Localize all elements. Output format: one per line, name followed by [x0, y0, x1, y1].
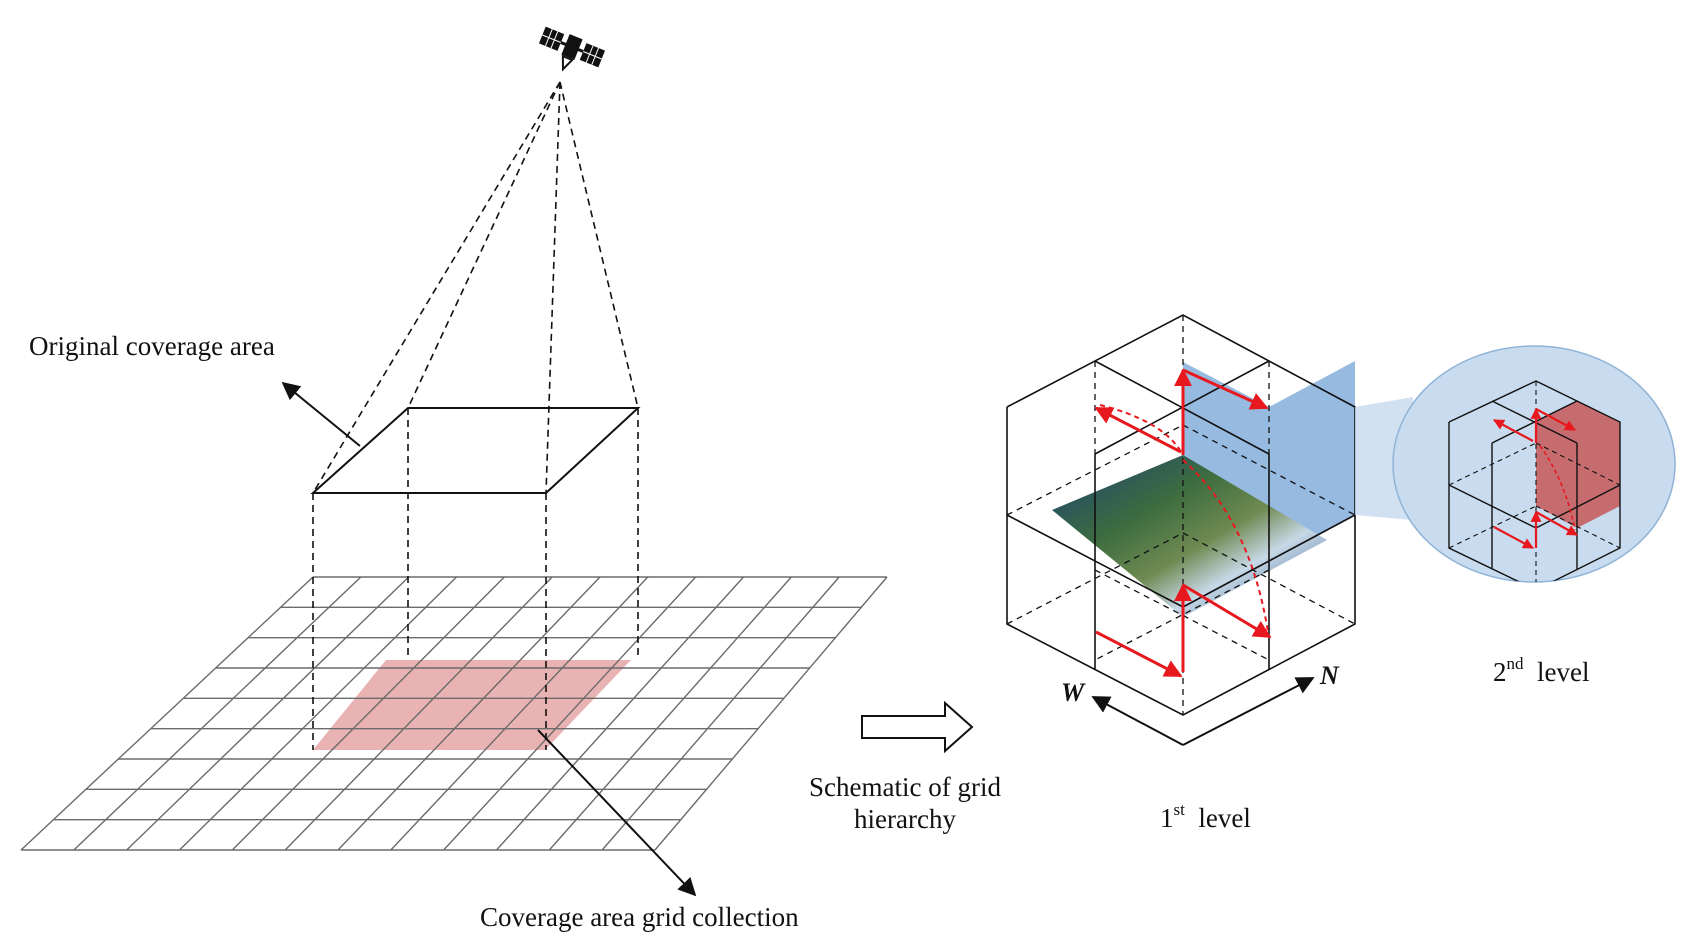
original-area-pointer-arrow: [281, 381, 361, 447]
second-level-suffix: nd: [1506, 654, 1524, 673]
earth-image-plane: [1052, 455, 1327, 617]
grid-collection-pointer-arrow: [537, 729, 697, 897]
first-level-number: 1: [1160, 803, 1174, 833]
schematic-caption-line-2: hierarchy: [854, 804, 956, 835]
zoom-circle: [1392, 345, 1676, 583]
first-level-suffix: st: [1173, 800, 1185, 819]
grid-line-vertical: [20, 576, 314, 851]
north-axis-arrow: [1182, 677, 1315, 746]
grid-line-vertical: [73, 576, 362, 851]
original-coverage-area-label: Original coverage area: [29, 331, 275, 361]
grid-line-vertical: [179, 576, 457, 851]
hollow-right-arrow-icon: [861, 700, 974, 754]
first-level-label: 1st level: [1160, 800, 1251, 834]
grid-line-vertical: [601, 576, 840, 851]
west-direction-label: W: [1061, 678, 1085, 707]
second-level-z-order-arrows: [1493, 407, 1578, 549]
satellite-icon: [538, 26, 606, 72]
first-level-cube: [1006, 314, 1356, 746]
first-level-word: level: [1198, 803, 1251, 833]
second-level-word: level: [1537, 657, 1590, 687]
second-level-label: 2nd level: [1493, 654, 1590, 688]
west-axis-arrow: [1091, 696, 1184, 746]
grid-line-vertical: [654, 576, 888, 851]
first-level-z-order-arrows: [1094, 368, 1272, 678]
original-coverage-footprint: [310, 407, 641, 494]
grid-line-vertical: [390, 576, 649, 851]
second-level-zoom: [1392, 345, 1676, 583]
grid-line-vertical: [548, 576, 792, 851]
second-level-number: 2: [1493, 657, 1507, 687]
schematic-caption-line-1: Schematic of grid: [809, 772, 1001, 802]
projection-lines: [312, 408, 639, 750]
grid-line-vertical: [126, 576, 410, 851]
schematic-caption: Schematic of grid hierarchy: [790, 771, 1020, 836]
ground-grid: [20, 576, 888, 851]
grid-line-vertical: [284, 576, 553, 851]
grid-line-vertical: [231, 576, 505, 851]
highlighted-grid-cells: [313, 660, 631, 750]
coverage-area-grid-collection-label: Coverage area grid collection: [480, 902, 799, 932]
north-direction-label: N: [1320, 661, 1339, 690]
grid-line-vertical: [443, 576, 697, 851]
satellite-view-lines: [312, 81, 639, 494]
grid-line-vertical: [495, 576, 745, 851]
grid-line-vertical: [337, 576, 601, 851]
